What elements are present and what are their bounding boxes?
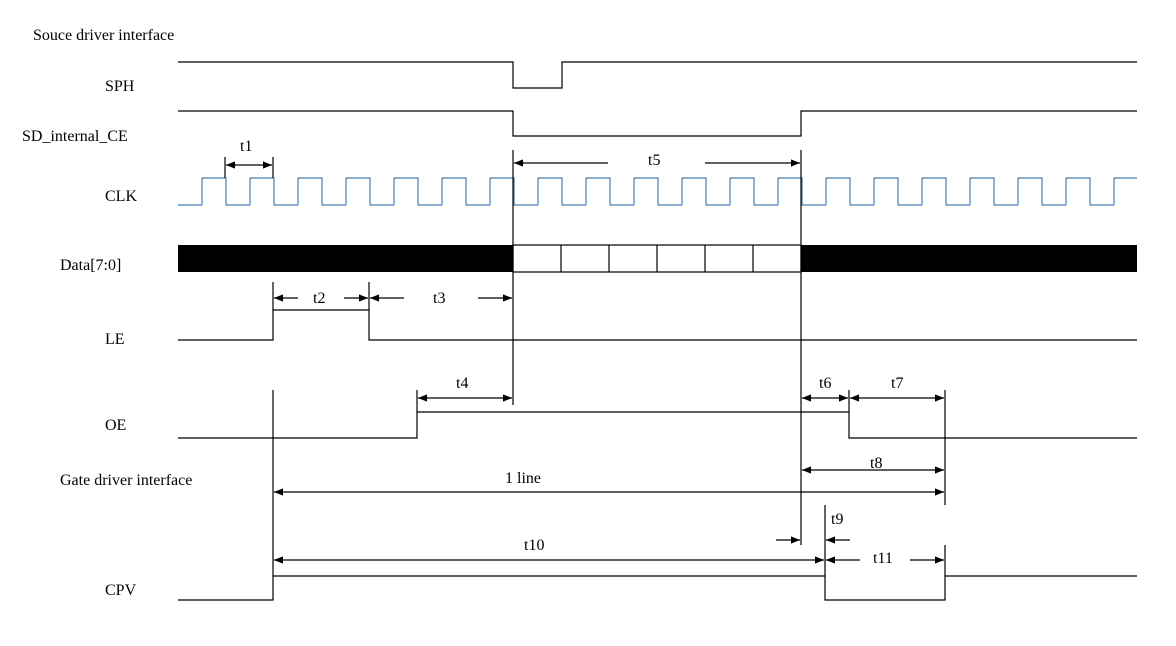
one-line-label: 1 line [505, 470, 541, 487]
t5-label: t5 [648, 152, 660, 169]
t7-label: t7 [891, 375, 903, 392]
reference-lines [224, 150, 946, 576]
t3-label: t3 [433, 290, 445, 307]
sph-label: SPH [105, 78, 135, 95]
clk-waveform [178, 177, 1137, 206]
t2-label: t2 [313, 290, 325, 307]
sd-internal-ce-label: SD_internal_CE [22, 128, 128, 145]
t6-label: t6 [819, 375, 831, 392]
le-label: LE [105, 331, 125, 348]
clk-label: CLK [105, 188, 137, 205]
sd-internal-ce-waveform [178, 110, 1137, 137]
t11-label: t11 [873, 550, 893, 567]
sph-waveform [178, 61, 1137, 89]
timing-arrows [226, 159, 944, 564]
cpv-waveform [178, 575, 1137, 601]
t1-label: t1 [240, 138, 252, 155]
cpv-label: CPV [105, 582, 137, 599]
oe-waveform [178, 411, 1137, 439]
t10-label: t10 [524, 537, 544, 554]
le-waveform [178, 309, 1137, 341]
gate-driver-section-label: Gate driver interface [60, 472, 192, 489]
t8-label: t8 [870, 455, 882, 472]
t4-label: t4 [456, 375, 468, 392]
source-driver-section-label: Souce driver interface [33, 27, 174, 44]
data-bus-label: Data[7:0] [60, 257, 121, 274]
data-bus-waveform [178, 244, 1137, 273]
oe-label: OE [105, 417, 126, 434]
t9-label: t9 [831, 511, 843, 528]
